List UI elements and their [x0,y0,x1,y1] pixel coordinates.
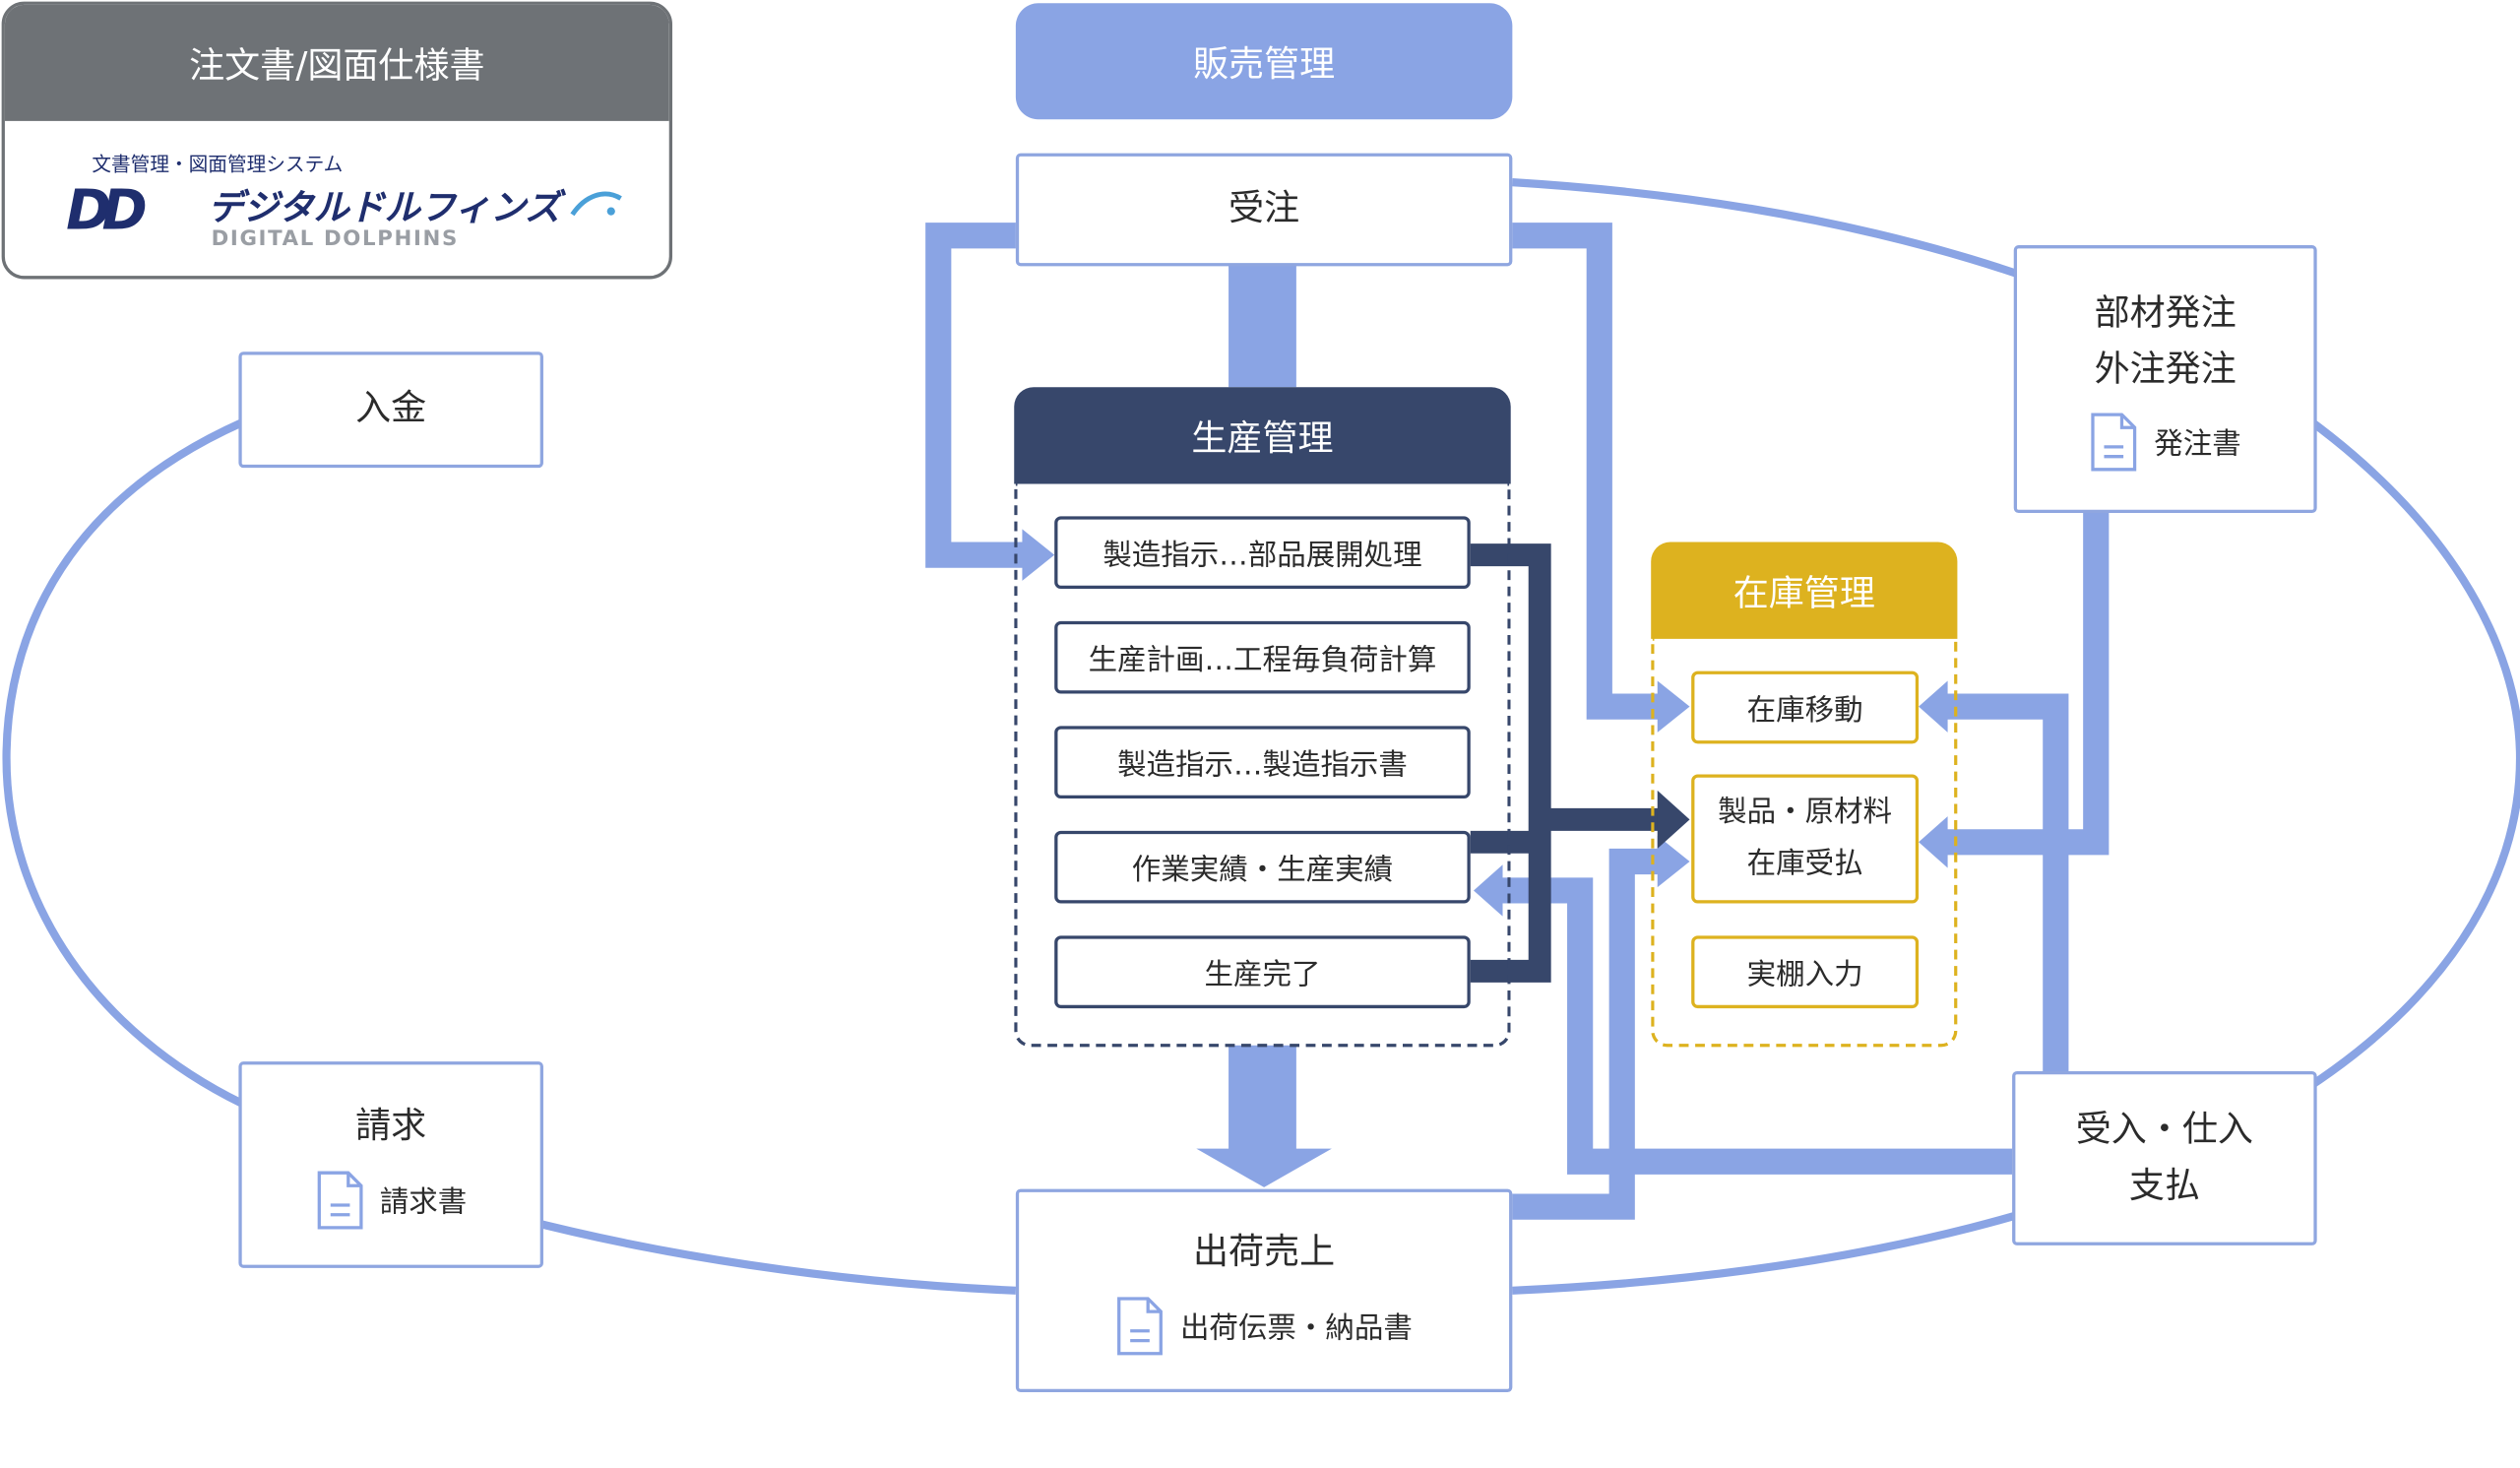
purchase-order-line1: 部材発注 [2094,292,2236,334]
order-received-label: 受注 [1228,189,1300,230]
purchase-order-doc: 発注書 [2090,412,2241,473]
shipping-label: 出荷売上 [1193,1233,1336,1274]
production-item-label: 作業実績・生産実績 [1131,852,1394,887]
production-panel [1014,481,1511,1048]
production-item-work-order: 製造指示…製造指示書 [1054,726,1471,799]
inventory-item-move: 在庫移動 [1691,670,1920,744]
logo-mark: DD [66,178,148,244]
splash-icon [570,191,622,217]
doc-spec-title: 注文書/図面仕様書 [189,46,485,88]
logo-caption: 文書管理・図面管理システム [92,153,344,176]
connector-order-production [1228,264,1296,388]
receiving-line2: 支払 [2128,1166,2200,1207]
production-item-load-calc: 生産計画…工程毎負荷計算 [1054,620,1471,694]
sales-title: 販売管理 [1193,44,1336,86]
document-icon [316,1170,362,1229]
inventory-item-label: 製品・原材料 [1718,795,1893,829]
production-item-label: 製造指示…製造指示書 [1117,747,1408,782]
logo-name-jp: デジタルドルフィンズ [208,188,561,229]
arrow-to-move-right [1919,680,1948,733]
billing-doc-label: 請求書 [379,1184,468,1220]
logo-name-en: DIGITAL DOLPHINS [211,227,459,252]
production-item-label: 生産計画…工程毎負荷計算 [1088,642,1437,677]
receiving-line1: 受入・仕入 [2075,1109,2253,1150]
arrow-to-move [1657,680,1690,733]
receiving-box: 受入・仕入 支払 [2012,1070,2317,1245]
logo: 文書管理・図面管理システム DD デジタルドルフィンズ DIGITAL DOLP… [5,121,669,276]
billing-doc: 請求書 [315,1169,467,1230]
inventory-title: 在庫管理 [1732,574,1875,615]
arrow-to-inventory [1919,816,1948,868]
order-received-box: 受注 [1015,153,1513,267]
arrow-to-results [1474,864,1503,917]
shipping-doc: 出荷伝票・納品書 [1115,1295,1413,1356]
connector-purchase-inventory [1944,513,2110,856]
production-header: 生産管理 [1014,387,1511,484]
inventory-header: 在庫管理 [1651,542,1958,639]
shipping-box: 出荷売上 出荷伝票・納品書 [1015,1188,1513,1393]
payment-label: 入金 [355,389,427,430]
doc-spec-header: 注文書/図面仕様書 [4,4,669,121]
inventory-item-label: 在庫受払 [1746,847,1863,881]
inventory-panel [1651,637,1958,1048]
arrow-to-stock [1657,790,1690,849]
shipping-doc-label: 出荷伝票・納品書 [1179,1310,1413,1345]
document-icon [2091,413,2137,472]
production-item-label: 製造指示…部品展開処理 [1102,538,1422,572]
inventory-item-label: 実棚入力 [1746,957,1863,991]
connector-production-inventory [1470,543,1662,983]
document-icon [1117,1296,1163,1355]
arrow-to-shipping [1196,1148,1332,1187]
production-item-parts-explosion: 製造指示…部品展開処理 [1054,516,1471,590]
production-item-label: 生産完了 [1204,957,1321,991]
doc-spec-card: 注文書/図面仕様書 文書管理・図面管理システム DD デジタルドルフィンズ DI… [1,1,673,280]
purchase-order-box: 部材発注 外注発注 発注書 [2013,245,2317,514]
connector-production-shipping [1228,1045,1296,1152]
arrow-to-ledger [1657,835,1690,888]
production-title: 生産管理 [1191,419,1334,460]
billing-label: 請求 [355,1107,427,1148]
inventory-item-label: 在庫移動 [1746,692,1863,728]
payment-box: 入金 [238,351,543,469]
purchase-order-line2: 外注発注 [2094,350,2236,391]
production-item-complete: 生産完了 [1054,935,1471,1009]
production-item-results: 作業実績・生産実績 [1054,830,1471,904]
connector-receiving-move [1944,693,2069,1071]
arrow-to-mfg [1022,529,1055,581]
purchase-order-doc-label: 発注書 [2154,427,2241,462]
connector-order-mfg [925,223,1033,568]
sales-header: 販売管理 [1015,3,1513,120]
inventory-item-ledger: 製品・原材料 在庫受払 [1691,774,1920,904]
connector-shipping-inventory [1512,848,1662,1220]
connector-order-move [1512,223,1662,720]
billing-box: 請求 請求書 [238,1061,543,1268]
inventory-item-stocktake: 実棚入力 [1691,935,1920,1009]
